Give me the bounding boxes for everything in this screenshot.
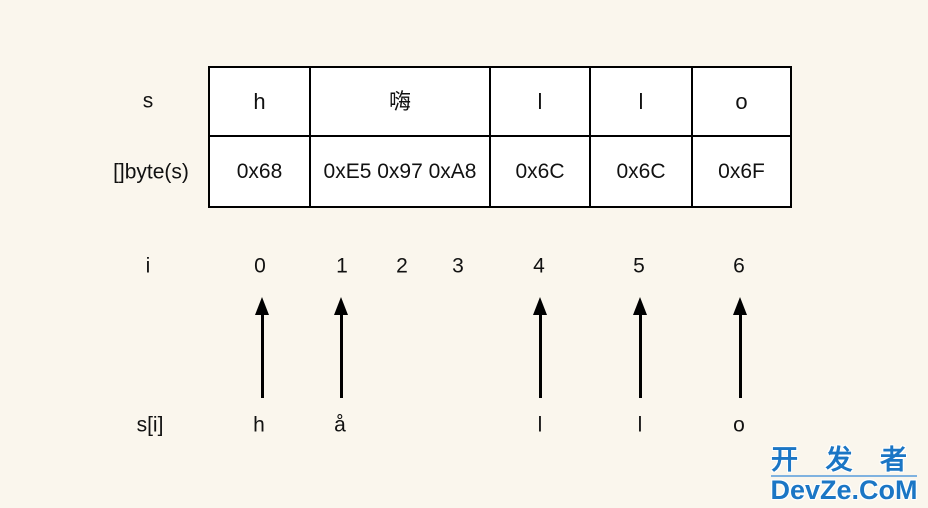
arrow-shaft <box>738 315 742 398</box>
arrow-head <box>633 297 647 315</box>
index-value: 6 <box>733 254 745 278</box>
arrow-shaft <box>638 315 642 398</box>
index-value: 3 <box>452 254 464 278</box>
arrow-head <box>255 297 269 315</box>
row-label-si: s[i] <box>136 413 164 437</box>
index-value: 5 <box>633 254 645 278</box>
string-byte-table: h 嗨 l l o 0x68 0xE5 0x97 0xA8 0x6C 0x6C … <box>208 66 792 208</box>
up-arrow-icon <box>334 297 348 398</box>
watermark: 开 发 者 DevZe.CoM <box>760 445 928 505</box>
char-row: h 嗨 l l o <box>210 68 790 137</box>
indexed-char: l <box>537 413 543 437</box>
byte-cell: 0x6F <box>693 137 790 206</box>
arrow-shaft <box>538 315 542 398</box>
char-cell: 嗨 <box>311 68 491 137</box>
watermark-cn-text: 开 发 者 <box>770 445 917 477</box>
up-arrow-icon <box>633 297 647 398</box>
char-cell: o <box>693 68 790 137</box>
arrow-head <box>533 297 547 315</box>
indexed-char: å <box>334 413 346 437</box>
char-cell: h <box>210 68 311 137</box>
index-value: 2 <box>396 254 408 278</box>
indexed-char: l <box>637 413 643 437</box>
arrow-head <box>733 297 747 315</box>
index-value: 1 <box>336 254 348 278</box>
byte-cell: 0x6C <box>491 137 591 206</box>
byte-cell: 0x68 <box>210 137 311 206</box>
indexed-char: h <box>253 413 265 437</box>
up-arrow-icon <box>533 297 547 398</box>
row-label-s: s <box>142 89 154 113</box>
arrow-head <box>334 297 348 315</box>
char-cell: l <box>491 68 591 137</box>
arrow-shaft <box>339 315 343 398</box>
up-arrow-icon <box>255 297 269 398</box>
watermark-domain-text: DevZe.CoM <box>770 475 918 505</box>
indexed-char: o <box>733 413 745 437</box>
byte-cell: 0xE5 0x97 0xA8 <box>311 137 491 206</box>
index-value: 0 <box>254 254 266 278</box>
byte-cell: 0x6C <box>591 137 693 206</box>
char-cell: l <box>591 68 693 137</box>
arrow-shaft <box>260 315 264 398</box>
index-value: 4 <box>533 254 545 278</box>
byte-row: 0x68 0xE5 0x97 0xA8 0x6C 0x6C 0x6F <box>210 137 790 206</box>
row-label-i: i <box>145 254 151 278</box>
row-label-bytes: []byte(s) <box>113 160 189 184</box>
up-arrow-icon <box>733 297 747 398</box>
